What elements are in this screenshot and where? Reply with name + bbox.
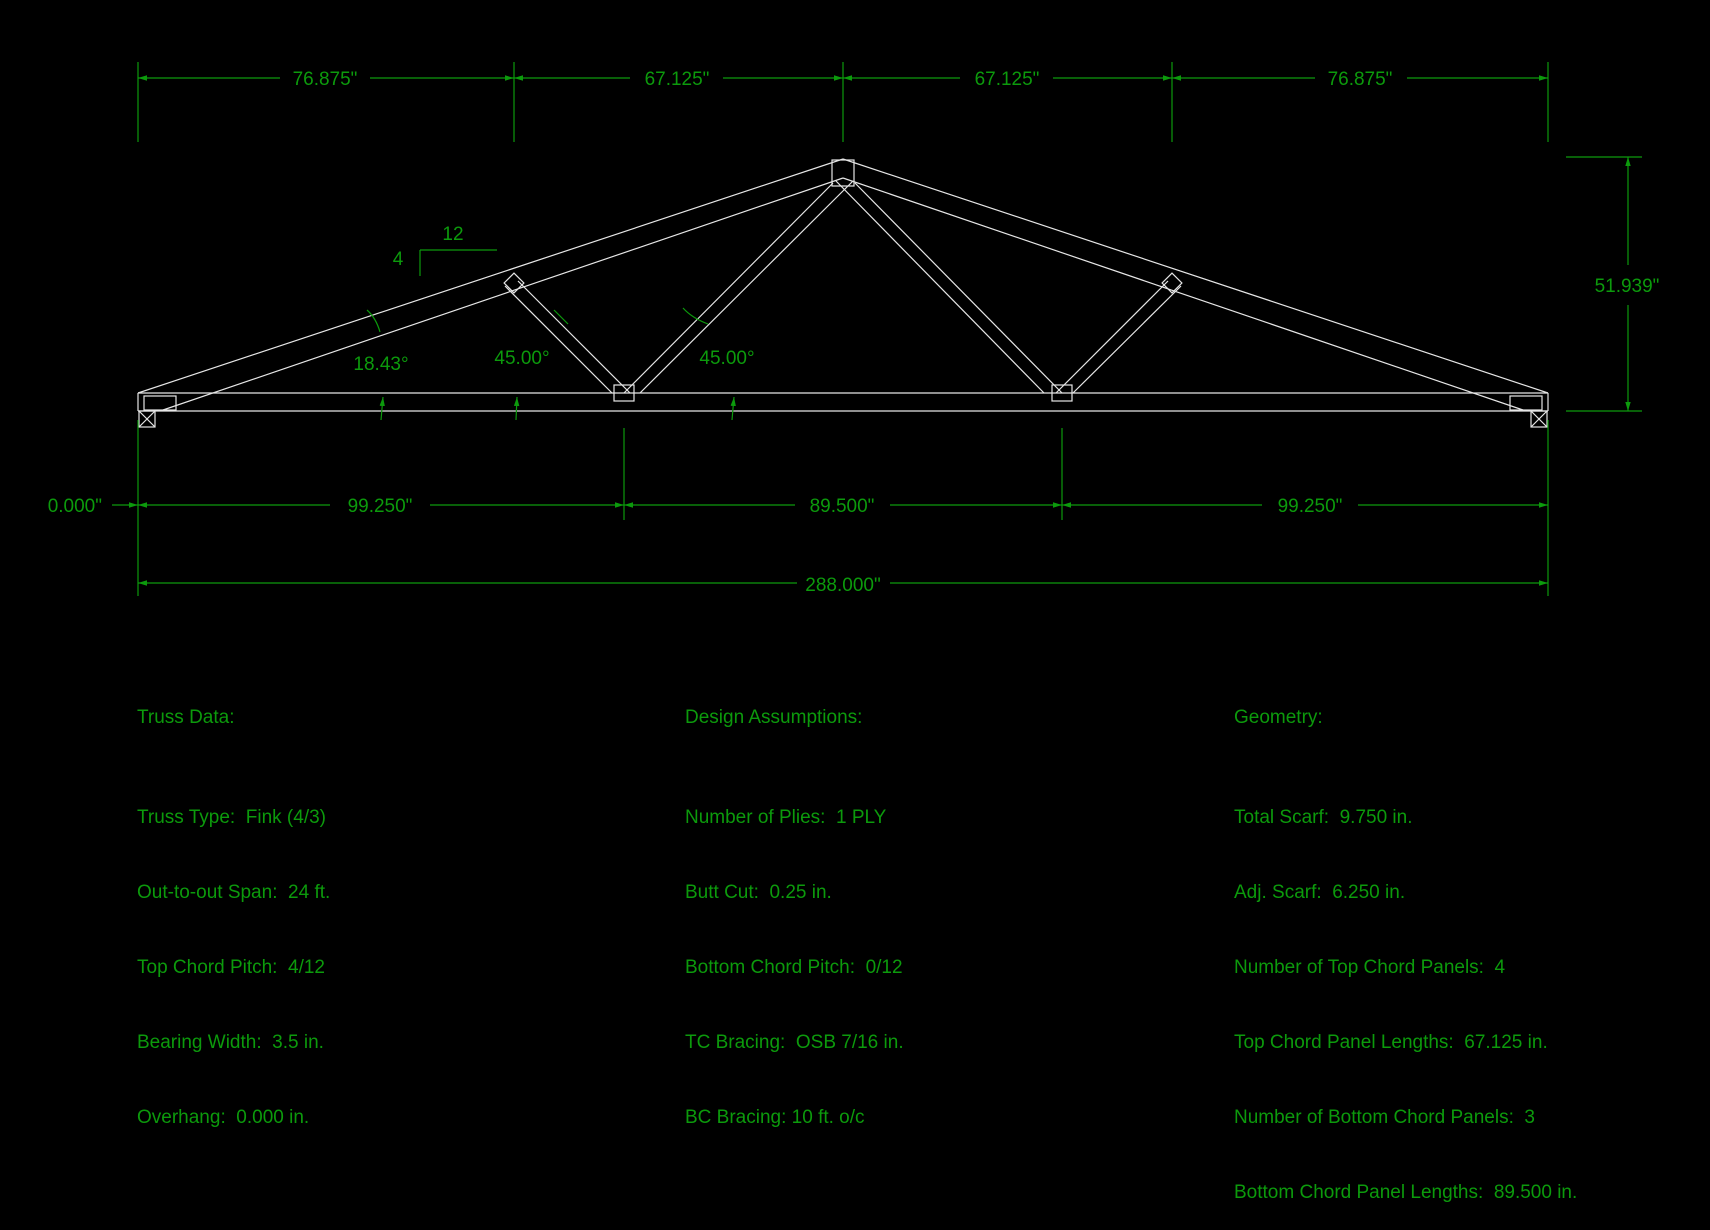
web-angle-mid: 45.00° [699,348,754,369]
truss-data-row: Bearing Width: 3.5 in. [137,1032,324,1053]
geometry-heading: Geometry: [1234,707,1323,728]
web-right-long-a [854,182,1063,394]
geometry-row: Number of Top Chord Panels: 4 [1234,957,1506,978]
top-chord-right-inner [842,177,1524,411]
truss-data-row: Overhang: 0.000 in. [137,1107,310,1128]
design-assumptions-row: TC Bracing: OSB 7/16 in. [685,1032,904,1053]
bearing-right [1530,410,1548,428]
top-chord-angle: 18.43° [353,354,408,375]
design-assumptions-row: Butt Cut: 0.25 in. [685,882,832,903]
top-dim-1: 76.875" [293,69,358,90]
design-assumptions-row: BC Bracing: 10 ft. o/c [685,1107,865,1128]
geometry-row: Number of Bottom Chord Panels: 3 [1234,1107,1535,1128]
web-left-long-a [623,182,834,394]
design-assumptions-heading: Design Assumptions: [685,707,863,728]
web-angle-left: 45.00° [494,348,549,369]
truss-outline [137,158,1549,428]
height-dimension: 51.939" [1566,156,1660,412]
top-dimension-chain: 76.875" 67.125" 67.125" 76.875" [137,62,1549,142]
bottom-dim-2: 89.500" [810,496,875,517]
peak-plate [831,159,855,187]
bottom-plate-left [613,384,635,402]
web-left-short-a [504,285,613,394]
design-assumptions-row: Bottom Chord Pitch: 0/12 [685,957,903,978]
top-dim-3: 67.125" [975,69,1040,90]
web-plate-left [503,272,525,294]
height-dim-label: 51.939" [1595,276,1660,297]
heel-plate-left [143,395,177,411]
pitch-run: 12 [442,224,463,245]
heel-plate-right [1509,395,1543,411]
bottom-dim-3: 99.250" [1278,496,1343,517]
overall-span-label: 288.000" [805,575,880,596]
truss-data-row: Truss Type: Fink (4/3) [137,807,326,828]
bottom-dim-1: 99.250" [348,496,413,517]
top-chord-left-inner [162,177,844,411]
angle-annotations: 18.43° 45.00° 45.00° [353,307,755,421]
top-chord-left-outer [137,158,844,394]
pitch-rise: 4 [393,249,404,270]
truss-drawing: 76.875" 67.125" 67.125" 76.875" 51.939" … [48,62,1660,596]
top-dim-4: 76.875" [1328,69,1393,90]
bearing-left [138,410,156,428]
web-right-short-a [1072,285,1182,394]
web-plate-right [1161,272,1183,294]
web-right-short-b [1055,280,1169,394]
design-assumptions-row: Number of Plies: 1 PLY [685,807,887,828]
truss-data-row: Top Chord Pitch: 4/12 [137,957,325,978]
web-left-short-b [517,280,631,394]
truss-data-block: Truss Data: Truss Type: Fink (4/3) Out-t… [137,655,330,1155]
geometry-row: Total Scarf: 9.750 in. [1234,807,1413,828]
geometry-row: Top Chord Panel Lengths: 67.125 in. [1234,1032,1548,1053]
geometry-block: Geometry: Total Scarf: 9.750 in. Adj. Sc… [1234,655,1577,1230]
web-left-long-b [639,180,854,394]
geometry-row: Adj. Scarf: 6.250 in. [1234,882,1406,903]
truss-data-row: Out-to-out Span: 24 ft. [137,882,331,903]
top-chord-right-outer [842,158,1549,394]
truss-data-heading: Truss Data: [137,707,235,728]
overhang-dim-label: 0.000" [48,496,102,517]
web-right-long-b [835,180,1045,394]
bottom-plate-right [1051,384,1073,402]
design-assumptions-block: Design Assumptions: Number of Plies: 1 P… [685,655,904,1155]
geometry-row: Bottom Chord Panel Lengths: 89.500 in. [1234,1182,1578,1203]
pitch-symbol: 12 4 [393,224,497,276]
top-dim-2: 67.125" [645,69,710,90]
bottom-dimension-chain: 0.000" 99.250" 89.500" 99.250" 288.000" [48,420,1549,596]
